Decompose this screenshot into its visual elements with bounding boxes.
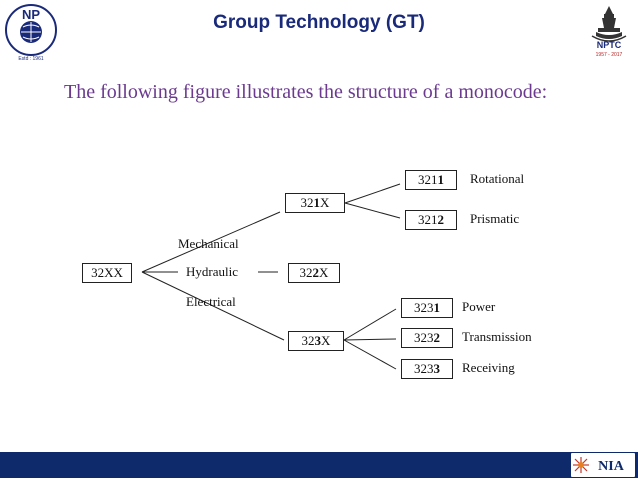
connector-321x-3211 [344,183,401,204]
leaf-label-power: Power [462,299,496,314]
node-prefix: 323 [414,330,434,345]
connector-323x-3231 [343,308,397,341]
node-prefix: 32 [299,265,313,280]
node-digit: 2 [312,265,320,280]
node-digit: 3 [314,333,322,348]
logo-initials: NP [22,7,40,22]
nptc-logo: NPTC 1957 - 2017 [582,2,636,58]
leaf-label-rotational: Rotational [470,171,525,186]
node-3231: 3231 [401,298,453,318]
node-prefix: 32 [301,333,315,348]
node-digit: 2 [437,212,445,227]
branch-label-mechanical: Mechanical [178,236,239,251]
node-digit: 3 [433,361,441,376]
footer-bar [0,452,638,478]
node-hydraulic: 322X [288,263,340,283]
node-root-label: 32XX [91,265,123,280]
nptc-text: NPTC [597,40,622,50]
node-electrical: 323X [288,331,344,351]
node-prefix: 321 [418,172,438,187]
nia-text: NIA [598,459,625,474]
branch-label-electrical: Electrical [186,294,236,309]
node-prefix: 323 [414,300,434,315]
node-suffix: X [321,333,331,348]
node-digit: 1 [433,300,441,315]
node-3211: 3211 [405,170,457,190]
node-suffix: X [319,265,329,280]
node-3232: 3232 [401,328,453,348]
leaf-label-prismatic: Prismatic [470,211,520,226]
node-suffix: X [320,195,330,210]
node-prefix: 32 [300,195,314,210]
node-digit: 2 [433,330,441,345]
node-prefix: 321 [418,212,438,227]
nia-logo: NIA [571,453,635,477]
connector-323x-3233 [343,339,397,370]
connector-root-mechanical [141,211,281,273]
intro-text: The following figure illustrates the str… [64,81,548,103]
node-digit: 1 [313,195,321,210]
logo-estd: Estd : 1961 [18,56,44,62]
node-3212: 3212 [405,210,457,230]
leaf-label-receiving: Receiving [462,360,515,375]
node-root: 32XX [82,263,132,283]
college-logo: NP Estd : 1961 [4,2,58,62]
connector-321x-3212 [344,202,401,219]
leaf-label-transmission: Transmission [462,329,532,344]
slide-title: Group Technology (GT) [213,12,425,33]
connector-root-electrical [141,271,285,341]
node-prefix: 323 [414,361,434,376]
branch-label-hydraulic: Hydraulic [186,264,238,279]
connector-323x-3232 [343,338,397,341]
node-mechanical: 321X [285,193,345,213]
node-digit: 1 [437,172,445,187]
node-3233: 3233 [401,359,453,379]
nptc-years: 1957 - 2017 [596,52,623,58]
